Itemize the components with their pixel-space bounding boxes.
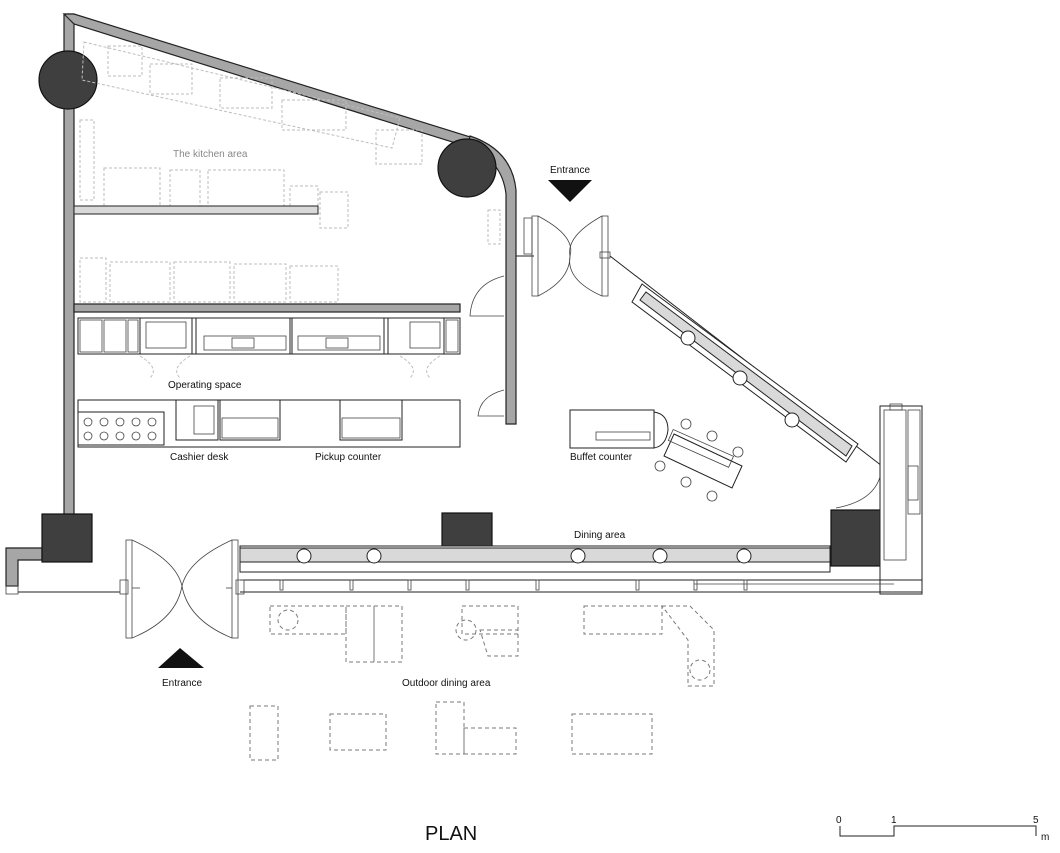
scale-tick-1: 1 [891, 815, 897, 826]
cashier-label: Cashier desk [170, 452, 229, 463]
dining-bench [239, 545, 922, 593]
operating-counters [77, 317, 461, 379]
scale-bar: 0 1 5 m [836, 815, 1049, 843]
outdoor-furniture [249, 605, 715, 761]
top-entrance [516, 180, 611, 297]
kitchen-door [469, 275, 505, 317]
outdoor-label: Outdoor dining area [402, 678, 491, 689]
kitchen-label: The kitchen area [173, 149, 248, 160]
service-door [477, 389, 505, 417]
operating-label: Operating space [168, 380, 242, 391]
entrance-bottom-label: Entrance [162, 678, 202, 689]
buffet-counter [569, 409, 744, 502]
kitchen-equipment [73, 41, 501, 303]
pickup-label: Pickup counter [315, 452, 382, 463]
scale-tick-0: 0 [836, 815, 842, 826]
buffet-label: Buffet counter [570, 452, 633, 463]
bottom-entrance [119, 539, 245, 668]
scale-unit: m [1041, 832, 1049, 843]
right-wall [879, 403, 923, 595]
diagonal-bench-wall [609, 255, 883, 509]
entrance-top-label: Entrance [550, 165, 590, 176]
scale-tick-5: 5 [1033, 815, 1039, 826]
cashier-pickup-counter [77, 399, 461, 448]
dining-label: Dining area [574, 530, 626, 541]
plan-title: PLAN [425, 823, 477, 845]
